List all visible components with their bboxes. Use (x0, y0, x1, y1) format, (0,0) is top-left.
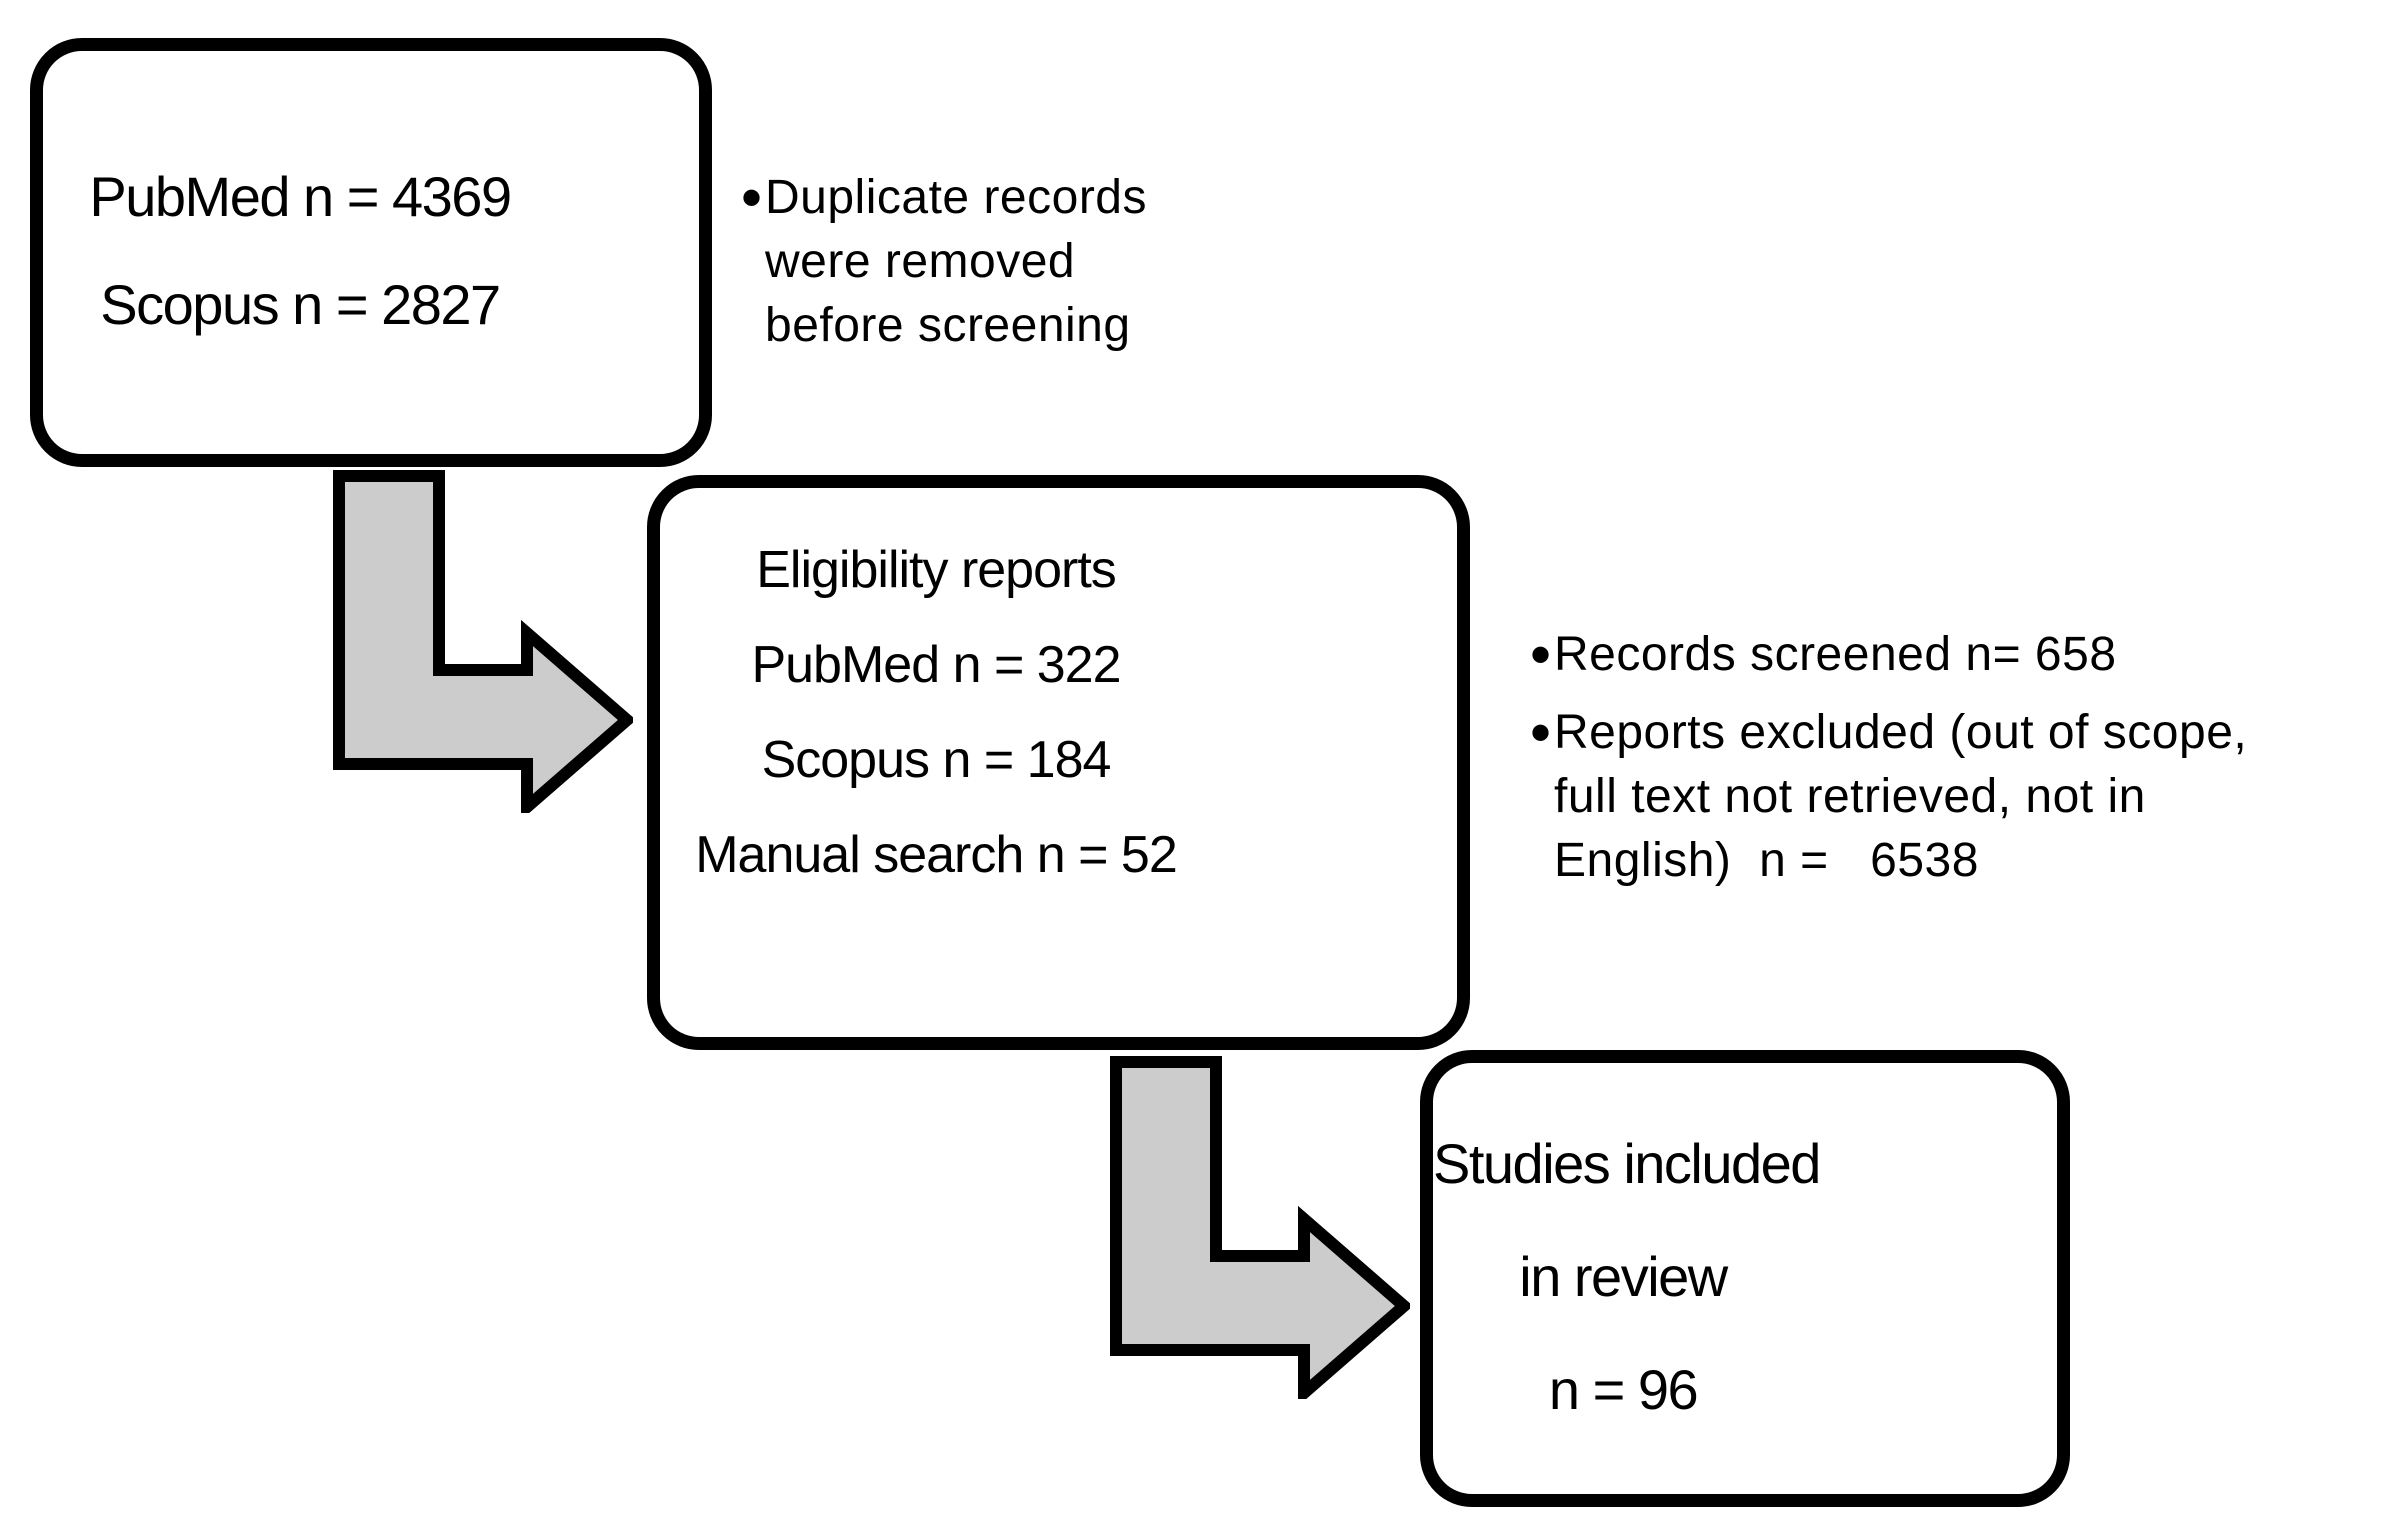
stat-line-scopus: Scopus n = 2827 (100, 273, 501, 336)
stat-line-title: Studies included (1433, 1132, 1821, 1195)
box-eligibility-reports-text: Eligibility reports PubMed n = 322 Scopu… (660, 523, 1212, 903)
note-duplicates-removed: • Duplicate records were removed before … (741, 166, 1147, 358)
box-studies-included-text: Studies included in review n = 96 (1433, 1107, 1821, 1446)
stat-line-pubmed: PubMed n = 322 (751, 636, 1121, 694)
note-records-screened-text: Records screened n= 658 (1554, 628, 2117, 681)
stat-line-count: n = 96 (1548, 1358, 1699, 1421)
bullet-icon: • (741, 164, 763, 231)
elbow-arrow-down-right-icon (333, 470, 633, 813)
stat-line-subtitle: in review (1519, 1245, 1728, 1308)
bullet-icon: • (1530, 699, 1552, 766)
stat-line-scopus: Scopus n = 184 (761, 731, 1112, 789)
box-records-identified (30, 38, 712, 467)
note-duplicates-text: Duplicate records were removed before sc… (765, 171, 1147, 352)
bullet-icon: • (1530, 621, 1552, 688)
stat-line-pubmed: PubMed n = 4369 (89, 165, 512, 228)
box-records-identified-text: PubMed n = 4369 Scopus n = 2827 (40, 143, 560, 359)
stat-line-manual-search: Manual search n = 52 (695, 826, 1178, 884)
elbow-arrow-shape (333, 470, 633, 813)
box-eligibility-reports (647, 475, 1470, 1050)
bullet-item: • Reports excluded (out of scope, full t… (1530, 701, 2247, 893)
bullet-item: • Records screened n= 658 (1530, 623, 2247, 687)
box-studies-included (1420, 1050, 2070, 1507)
elbow-arrow-down-right-icon (1110, 1056, 1410, 1399)
elbow-arrow-shape (1110, 1056, 1410, 1399)
stat-line-title: Eligibility reports (756, 541, 1117, 599)
bullet-item: • Duplicate records were removed before … (741, 166, 1147, 358)
note-reports-excluded-text: Reports excluded (out of scope, full tex… (1554, 706, 2248, 887)
note-screening-exclusions: • Records screened n= 658 • Reports excl… (1530, 623, 2247, 893)
